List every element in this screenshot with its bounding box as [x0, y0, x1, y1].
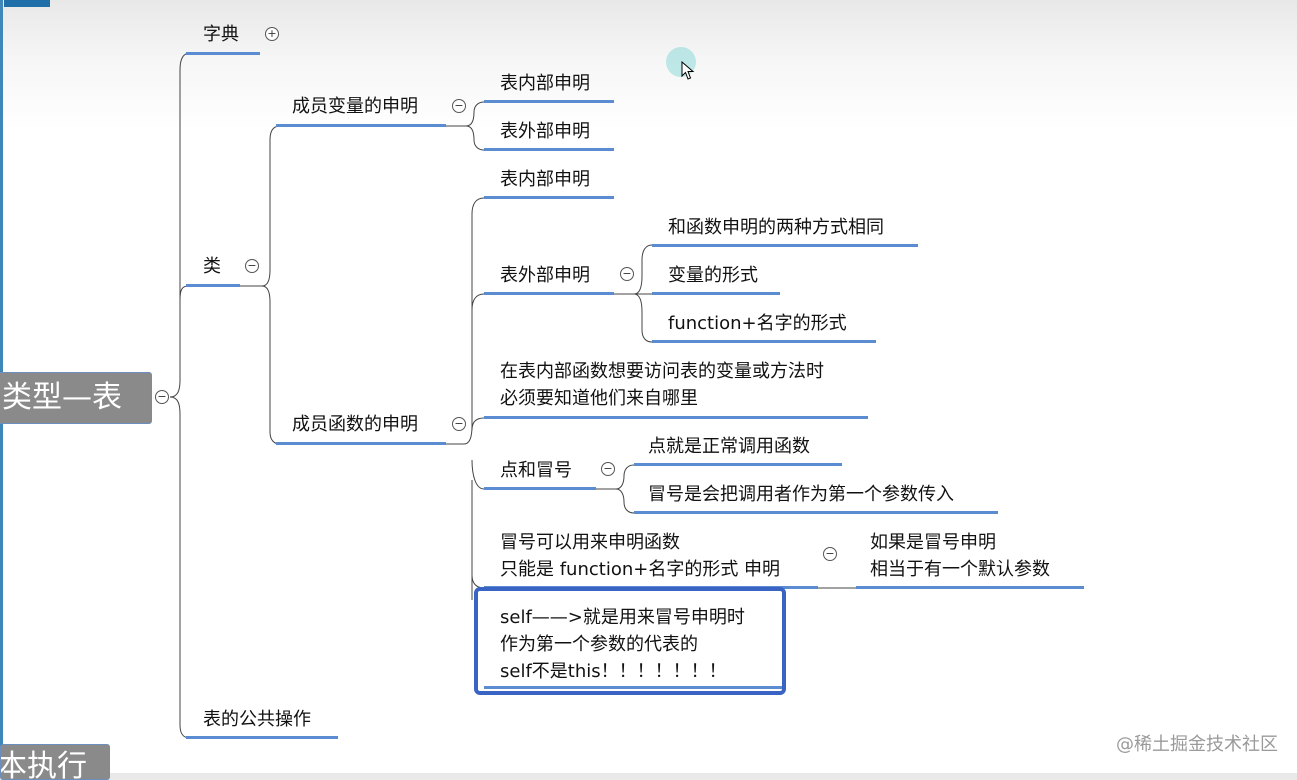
node-underline — [186, 52, 260, 55]
node-dot-colon[interactable]: 点和冒号 — [500, 460, 572, 481]
node-colon-decl-line2[interactable]: 只能是 function+名字的形式 申明 — [500, 559, 781, 580]
node-colon-if-line2[interactable]: 相当于有一个默认参数 — [870, 559, 1050, 580]
node-mf-outer-same[interactable]: 和函数申明的两种方式相同 — [668, 217, 884, 238]
collapse-mf-outer-icon[interactable]: − — [620, 267, 634, 281]
node-underline — [186, 284, 240, 287]
node-mf-inner[interactable]: 表内部申明 — [500, 169, 590, 190]
node-underline — [484, 292, 614, 295]
next-root-node[interactable]: 本执行 — [0, 744, 110, 780]
node-mv-outer[interactable]: 表外部申明 — [500, 121, 590, 142]
node-member-function[interactable]: 成员函数的申明 — [292, 414, 418, 435]
node-underline — [634, 463, 842, 466]
node-dictionary[interactable]: 字典 — [203, 24, 239, 45]
node-self-line3[interactable]: self不是this！！！！！！！ — [500, 661, 727, 682]
node-underline — [484, 487, 596, 490]
node-colon-if-line1[interactable]: 如果是冒号申明 — [870, 532, 996, 553]
node-mv-inner[interactable]: 表内部申明 — [500, 73, 590, 94]
node-access-line2[interactable]: 必须要知道他们来自哪里 — [500, 388, 698, 409]
watermark: @稀土掘金技术社区 — [1116, 734, 1278, 755]
node-underline — [186, 736, 338, 739]
next-root-label: 本执行 — [0, 749, 87, 780]
node-underline — [484, 100, 614, 103]
node-self-line2[interactable]: 作为第一个参数的代表的 — [500, 634, 698, 655]
collapse-member-function-icon[interactable]: − — [452, 417, 466, 431]
node-underline — [484, 196, 614, 199]
collapse-dot-colon-icon[interactable]: − — [601, 462, 615, 476]
node-table-ops[interactable]: 表的公共操作 — [203, 709, 311, 730]
node-underline — [652, 340, 876, 343]
root-node-label: 类型—表 — [2, 380, 122, 415]
node-self-line1[interactable]: self——>就是用来冒号申明时 — [500, 607, 745, 628]
collapse-root-icon[interactable]: − — [155, 390, 169, 404]
arrow-cursor-icon — [681, 61, 695, 80]
node-underline — [634, 511, 998, 514]
node-underline — [652, 292, 780, 295]
self-selection-box[interactable] — [474, 587, 786, 695]
node-dot-desc[interactable]: 点就是正常调用函数 — [648, 436, 810, 457]
node-underline — [276, 442, 446, 445]
node-underline — [484, 416, 868, 419]
node-access-line1[interactable]: 在表内部函数想要访问表的变量或方法时 — [500, 361, 824, 382]
node-underline — [484, 148, 614, 151]
collapse-member-variable-icon[interactable]: − — [452, 99, 466, 113]
collapse-colon-decl-icon[interactable]: − — [823, 547, 837, 561]
node-mf-outer[interactable]: 表外部申明 — [500, 265, 590, 286]
node-colon-desc[interactable]: 冒号是会把调用者作为第一个参数传入 — [648, 484, 954, 505]
root-node[interactable]: 类型—表 — [0, 372, 152, 424]
node-member-variable[interactable]: 成员变量的申明 — [292, 96, 418, 117]
expand-dictionary-icon[interactable]: + — [265, 27, 279, 41]
collapse-class-icon[interactable]: − — [245, 259, 259, 273]
node-underline — [652, 244, 918, 247]
node-class[interactable]: 类 — [203, 256, 221, 277]
node-mf-outer-var[interactable]: 变量的形式 — [668, 265, 758, 286]
node-underline — [856, 586, 1084, 589]
window-tab-marker — [4, 0, 50, 7]
node-colon-decl-line1[interactable]: 冒号可以用来申明函数 — [500, 532, 680, 553]
node-mf-outer-func[interactable]: function+名字的形式 — [668, 313, 847, 334]
node-underline — [484, 686, 782, 689]
node-underline — [276, 124, 446, 127]
